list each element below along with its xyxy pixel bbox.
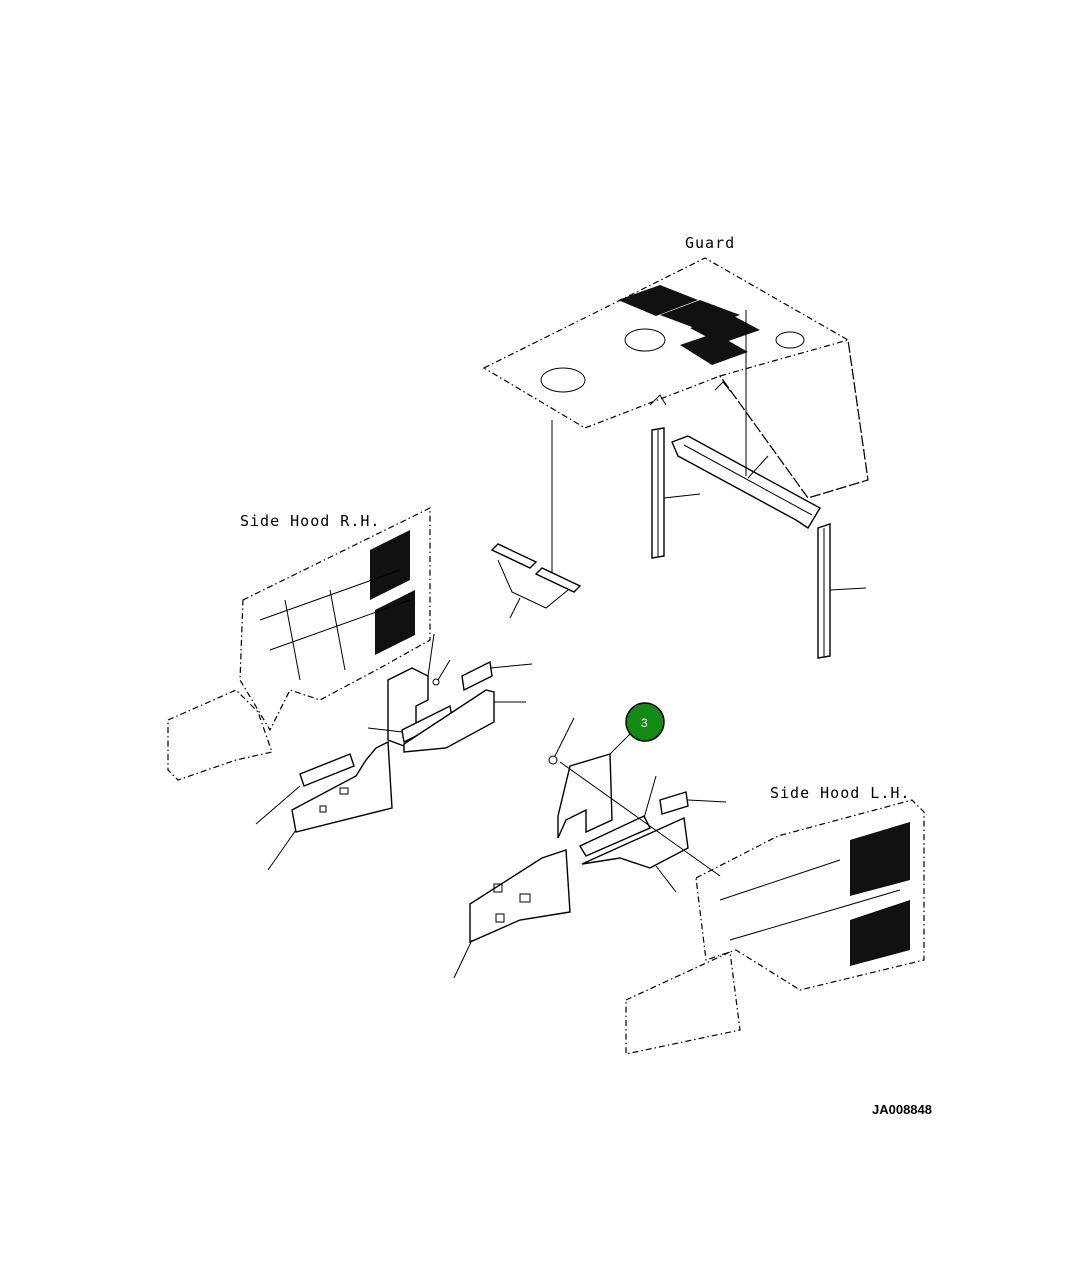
spacer-blocks bbox=[490, 543, 582, 619]
drawing-code: JA008848 bbox=[872, 1102, 932, 1117]
callout-number[interactable]: 3 bbox=[641, 716, 648, 730]
guard-supports bbox=[551, 310, 867, 659]
callout-circle[interactable] bbox=[625, 702, 665, 742]
callout-3[interactable]: 3 bbox=[625, 702, 665, 742]
guard-label: Guard bbox=[685, 234, 735, 252]
side-hood-lh bbox=[625, 799, 925, 1055]
rh-insulation-pads bbox=[255, 633, 533, 871]
side-hood-rh-label: Side Hood R.H. bbox=[240, 512, 380, 530]
side-hood-rh bbox=[167, 507, 431, 781]
guard-assembly bbox=[482, 257, 869, 499]
lh-insulation-pads bbox=[453, 717, 727, 979]
side-hood-lh-label: Side Hood L.H. bbox=[770, 784, 910, 802]
